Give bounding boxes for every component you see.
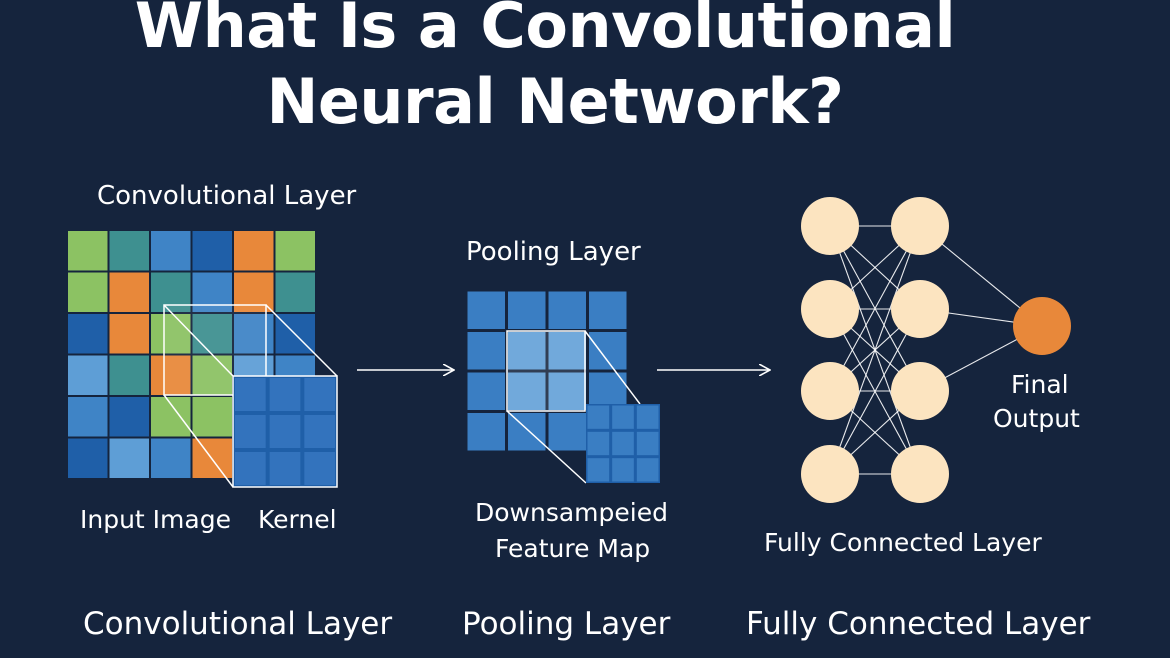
downsampled-cell [587, 431, 610, 456]
pool-heading: Pooling Layer [466, 237, 641, 267]
downsampled-grid [586, 404, 660, 483]
input-image-label: Input Image [80, 505, 231, 534]
input-cell [68, 272, 108, 312]
neuron-node [801, 445, 859, 503]
kernel-cell [304, 452, 335, 485]
downsampled-cell [636, 431, 659, 456]
input-cell [234, 314, 274, 354]
downsampled-cell [612, 431, 634, 456]
neuron-node [801, 280, 859, 338]
kernel-cell [269, 415, 301, 448]
input-cell [234, 231, 274, 271]
downsampled-cell [612, 458, 634, 482]
title-line-1: What Is a Convolutional [134, 0, 956, 62]
input-cell [68, 355, 108, 395]
connection-line [829, 308, 921, 475]
conv-heading: Convolutional Layer [97, 181, 357, 211]
kernel-border [232, 375, 338, 488]
input-cell [151, 231, 191, 271]
neuron-node [801, 362, 859, 420]
connection-line [829, 225, 921, 475]
input-cell [109, 272, 149, 312]
neuron-node [801, 197, 859, 255]
pool-cell [548, 291, 586, 329]
pool-cell [548, 413, 586, 451]
input-cell [109, 314, 149, 354]
kernel-cell [304, 378, 335, 411]
pool-cell [467, 372, 505, 410]
final-output-label-2: Output [993, 404, 1080, 433]
downsampled-cell [587, 458, 610, 482]
network-nodes [801, 197, 1071, 503]
downsampled-cell [612, 405, 634, 429]
input-cell [68, 397, 108, 437]
input-cell [151, 314, 191, 354]
kernel-cell [269, 452, 301, 485]
pool-cell [589, 291, 627, 329]
kernel-grid [232, 375, 338, 488]
pool-cell [508, 413, 546, 451]
input-cell [192, 355, 232, 395]
input-cell [109, 438, 149, 478]
input-cell [151, 438, 191, 478]
kernel-cell [304, 415, 335, 448]
pool-cell [589, 332, 627, 370]
connection-line [829, 225, 921, 392]
network-connections [829, 225, 1043, 475]
input-cell [109, 397, 149, 437]
pool-cell [467, 291, 505, 329]
pool-cell [508, 332, 546, 370]
feature-map-label-2: Feature Map [495, 534, 651, 563]
downsampled-cell [587, 405, 610, 429]
downsampled-cell [636, 405, 659, 429]
bottom-label-conv: Convolutional Layer [83, 606, 393, 642]
input-cell [68, 314, 108, 354]
kernel-cell [269, 378, 301, 411]
bottom-label-pool: Pooling Layer [462, 606, 671, 642]
pool-cell [548, 332, 586, 370]
fc-label: Fully Connected Layer [764, 528, 1042, 557]
kernel-cell [235, 452, 266, 485]
input-cell [151, 355, 191, 395]
input-cell [192, 231, 232, 271]
output-node [1013, 297, 1071, 355]
input-cell [275, 231, 315, 271]
neuron-node [891, 445, 949, 503]
input-cell [109, 231, 149, 271]
pool-window [506, 330, 641, 484]
input-cell [68, 231, 108, 271]
pooling-grid [467, 291, 627, 451]
downsampled-cell [636, 458, 659, 482]
bottom-label-fc: Fully Connected Layer [746, 606, 1091, 642]
input-cell [68, 438, 108, 478]
input-cell [275, 272, 315, 312]
pool-cell [467, 413, 505, 451]
feature-map-label-1: Downsampeied [475, 498, 668, 527]
kernel-cell [235, 378, 266, 411]
title-line-2: Neural Network? [266, 65, 844, 138]
pool-cell [508, 291, 546, 329]
neuron-node [891, 362, 949, 420]
input-cell [192, 397, 232, 437]
neuron-node [891, 280, 949, 338]
kernel-label: Kernel [258, 505, 337, 534]
pool-cell [467, 332, 505, 370]
page-title: What Is a Convolutional Neural Network? [0, 0, 1090, 140]
kernel-cell [235, 415, 266, 448]
neuron-node [891, 197, 949, 255]
input-cell [109, 355, 149, 395]
input-cell [192, 314, 232, 354]
pool-cell [548, 372, 586, 410]
pool-cell [508, 372, 546, 410]
final-output-label-1: Final [1011, 370, 1069, 399]
